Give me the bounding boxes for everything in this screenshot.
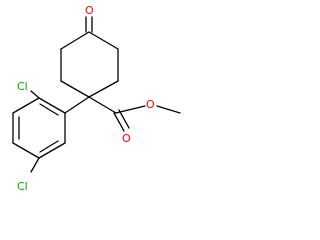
ring-bond [60,80,90,98]
ester-ether-bond [115,105,146,114]
ring-bond [88,31,119,50]
chlorine-bond [30,157,40,173]
ester-carbonyl-bond [118,109,130,129]
aryl-ring-bond [38,142,66,159]
ester-bond [88,96,117,114]
chemical-structure [12,16,181,173]
ring-bond [88,80,119,98]
aromatic-double-bond [39,103,59,116]
ketone-oxygen-label: O [85,4,94,17]
ester-carbonyl-bond [113,112,125,132]
structure-canvas: O O O Cl Cl [12,4,181,193]
ortho-chlorine-label: Cl [17,80,28,93]
aryl-bond [64,96,90,114]
para-chlorine-label: Cl [17,180,28,193]
methyl-bond [156,105,181,114]
ester-carbonyl-oxygen-label: O [122,132,131,145]
chlorine-bond [30,90,40,99]
aryl-ring-bond [12,142,40,159]
ester-ether-oxygen-label: O [146,98,155,111]
aromatic-double-bond [39,140,59,153]
aryl-ring-bond [12,97,40,114]
ring-bond [60,31,90,50]
aryl-ring-bond [38,97,66,114]
